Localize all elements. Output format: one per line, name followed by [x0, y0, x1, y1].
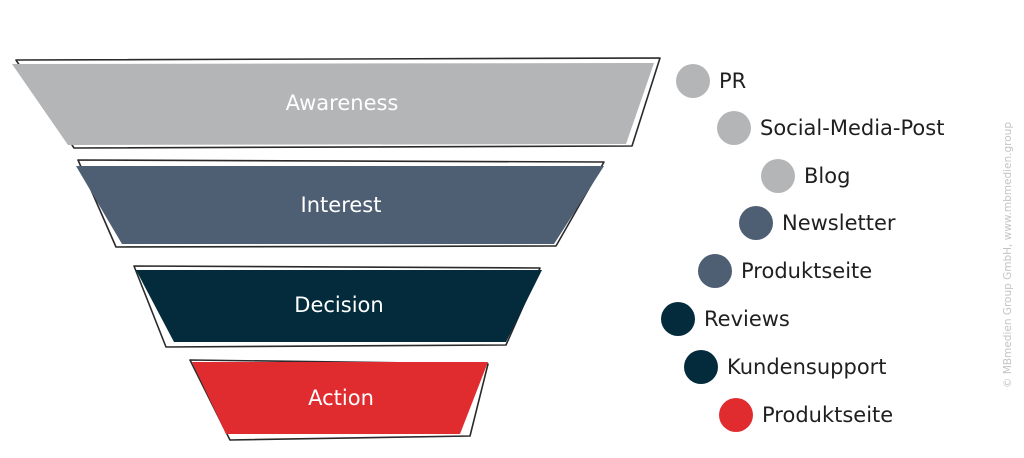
stage-shape [136, 270, 542, 342]
channel-kundensupport: Kundensupport [684, 347, 887, 387]
channel-pr: PR [676, 61, 746, 101]
channel-reviews: Reviews [661, 299, 790, 339]
channel-label: PR [719, 69, 747, 93]
copyright-notice: © MBmedien Group GmbH, www.mbmedien.grou… [1002, 122, 1014, 388]
stage-label: Awareness [286, 91, 399, 115]
channel-blog: Blog [761, 156, 850, 196]
funnel-stage-decision: Decision [133, 265, 542, 348]
channel-label: Kundensupport [727, 355, 887, 379]
dot-icon [676, 64, 710, 98]
funnel-stage-interest: Interest [76, 159, 605, 248]
channel-newsletter: Newsletter [739, 203, 896, 243]
channel-produktseite: Produktseite [698, 251, 872, 291]
channel-produktseite-action: Produktseite [719, 395, 893, 435]
channel-social-media-post: Social-Media-Post [717, 108, 944, 148]
channel-label: Blog [804, 164, 851, 188]
dot-icon [761, 159, 795, 193]
dot-icon [739, 206, 773, 240]
funnel-stage-awareness: Awareness [12, 57, 661, 149]
channel-label: Produktseite [741, 259, 873, 283]
dot-icon [717, 111, 751, 145]
stage-shape [192, 362, 488, 434]
stage-label: Decision [294, 293, 383, 317]
stage-label: Interest [301, 193, 382, 217]
dot-icon [719, 398, 753, 432]
stage-shape [12, 63, 654, 145]
stage-outline [133, 265, 541, 348]
funnel-stage-action: Action [189, 359, 489, 441]
channel-label: Newsletter [782, 211, 896, 235]
stage-outline [77, 159, 605, 248]
stage-label: Action [308, 386, 374, 410]
dot-icon [661, 302, 695, 336]
stage-shape [76, 166, 604, 244]
channel-label: Reviews [704, 307, 790, 331]
dot-icon [684, 350, 718, 384]
channel-label: Produktseite [762, 403, 894, 427]
dot-icon [698, 254, 732, 288]
channel-label: Social-Media-Post [760, 116, 945, 140]
